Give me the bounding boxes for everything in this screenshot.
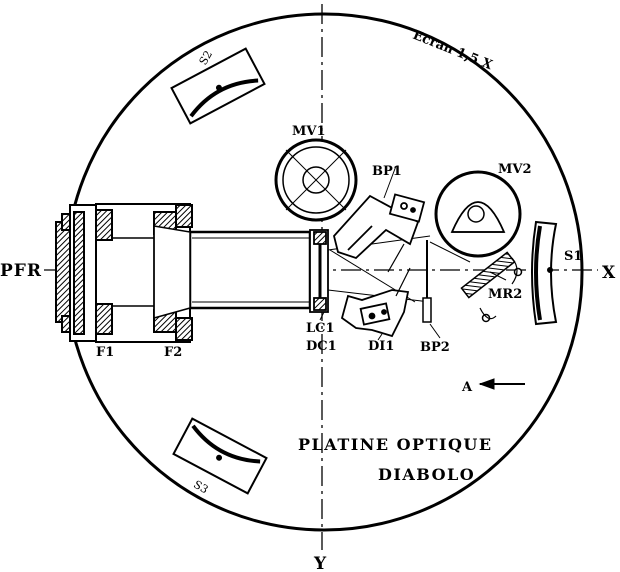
- label-dc1: DC1: [306, 339, 337, 354]
- view-arrow-a: [478, 378, 525, 390]
- mirror-mr2: [460, 251, 523, 323]
- label-y-axis: Y: [313, 554, 327, 572]
- label-lc1: LC1: [306, 321, 335, 336]
- label-f2: F2: [164, 345, 182, 360]
- label-s2: S2: [197, 48, 216, 67]
- relay-tube: [153, 225, 312, 319]
- label-di1: DI1: [368, 339, 394, 354]
- mirror-mv1: [274, 138, 358, 222]
- title-line2: DIABOLO: [378, 465, 475, 484]
- title-line1: PLATINE OPTIQUE: [298, 435, 493, 454]
- label-mv1: MV1: [292, 124, 326, 139]
- screen-s3: [172, 417, 268, 495]
- label-mr2: MR2: [488, 287, 522, 302]
- label-x-axis: X: [602, 263, 616, 283]
- label-bp2: BP2: [420, 340, 450, 355]
- beam-splitter-bp1: [333, 193, 426, 273]
- entrance-housing: [55, 203, 193, 343]
- screen-s2: [170, 47, 266, 125]
- label-s3: S3: [191, 478, 210, 497]
- label-a: A: [461, 380, 473, 395]
- screen-s1: [531, 220, 558, 326]
- leader-lines: [319, 165, 507, 341]
- label-f1: F1: [96, 345, 114, 360]
- label-screen-note: Ecran 1,5 X: [411, 28, 496, 74]
- label-pfr: PFR: [0, 261, 42, 281]
- label-bp1: BP1: [372, 164, 402, 179]
- diaphragm-di1: [340, 267, 411, 338]
- beam-splitter-bp2: [422, 240, 432, 323]
- label-s1: S1: [564, 249, 582, 264]
- mirror-mv2: [434, 170, 522, 258]
- lens-holder-lc1: [309, 229, 329, 313]
- label-mv2: MV2: [498, 162, 532, 177]
